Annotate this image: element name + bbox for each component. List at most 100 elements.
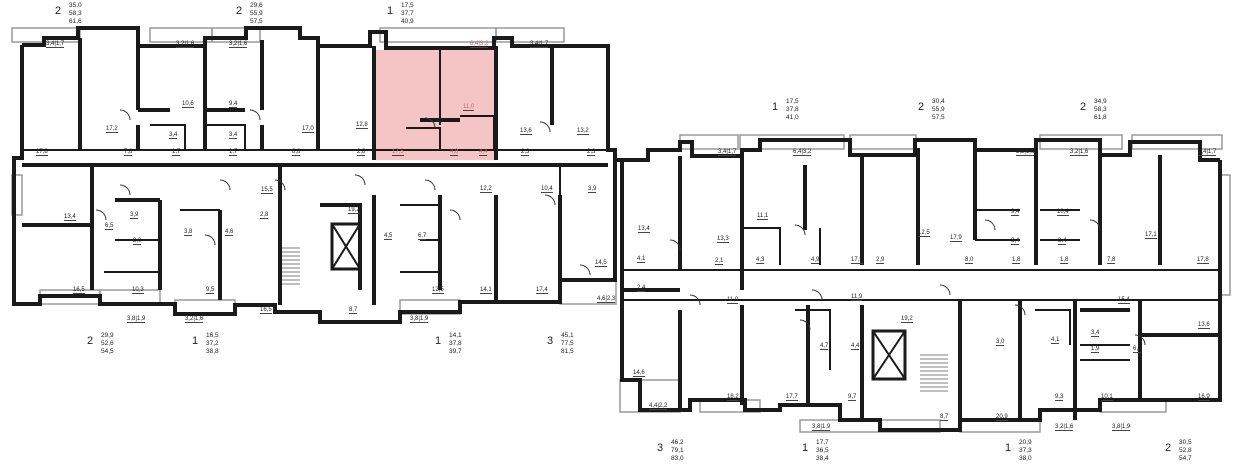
room-label: 17,7 [786, 394, 798, 401]
room-label: 4,6|2,3 [597, 296, 616, 303]
room-label: 9,4 [1011, 209, 1020, 216]
room-label: 17,9 [950, 235, 962, 242]
room-label: 17,8 [36, 149, 48, 156]
room-label: 3,2|1,6 [176, 41, 195, 48]
room-label: 2,9 [876, 257, 885, 264]
room-label: 3,4|1,7 [1198, 149, 1217, 156]
room-label: 3,4 [229, 132, 238, 139]
room-label: 9,3 [1055, 394, 1064, 401]
room-label: 4,7 [820, 343, 829, 350]
room-label: 13,3 [717, 236, 729, 243]
room-label: 10,1 [1101, 394, 1113, 401]
room-label: 3,4|1,7 [530, 41, 549, 48]
room-label: 9,4 [229, 101, 238, 108]
room-label: 12,5 [918, 230, 930, 237]
room-label: 17,8 [1197, 257, 1209, 264]
room-label: 3,4 [1058, 238, 1067, 245]
room-label: 3,4 [1091, 330, 1100, 337]
room-label: 2,8 [260, 212, 269, 219]
room-label: 4,3 [756, 257, 765, 264]
highlighted-apartment [374, 50, 494, 160]
room-label: 2,1 [715, 258, 724, 265]
room-label: 10,4 [541, 186, 553, 193]
room-label: 18,2 [727, 394, 739, 401]
room-label: 14,5 [595, 260, 607, 267]
room-label: 8,8 [292, 149, 301, 156]
room-label: 1,8 [1060, 257, 1069, 264]
room-label: 19,2 [901, 316, 913, 323]
room-label: 17,4 [536, 287, 548, 294]
room-label: 1,8 [1012, 257, 1021, 264]
room-label: 4,1 [637, 256, 646, 263]
room-label: 6,4|3,2 [793, 149, 812, 156]
room-label: 3,4 [1011, 238, 1020, 245]
room-label: 10,6 [182, 101, 194, 108]
room-label: 2,4 [637, 285, 646, 292]
room-label: 4,4 [479, 149, 488, 156]
room-label: 17,5 [392, 149, 404, 156]
room-label: 12,8 [356, 122, 368, 129]
room-label: 3,4 [169, 132, 178, 139]
room-label: 8,7 [940, 414, 949, 421]
room-label: 16,5 [73, 287, 85, 294]
room-label: 1,7 [172, 149, 181, 156]
room-label: 6,7 [418, 233, 427, 240]
room-label: 8,7 [349, 307, 358, 314]
room-label: 17,2 [106, 126, 118, 133]
room-label: 3,0 [996, 339, 1005, 346]
room-label: 15,4 [1118, 297, 1130, 304]
room-label: 13,2 [577, 128, 589, 135]
room-label: 8,0 [965, 257, 974, 264]
room-label: 11,9 [851, 294, 863, 301]
stairs-left [282, 247, 300, 285]
doors [95, 109, 1146, 346]
room-label: 3,4|1,7 [718, 149, 737, 156]
room-label: 2,3 [521, 149, 530, 156]
room-label: 4,4|2,2 [649, 403, 668, 410]
room-label: 6,4|3,2 [470, 41, 489, 48]
room-label: 7,8 [1107, 257, 1116, 264]
room-label: 14,6 [633, 370, 645, 377]
room-label: 3,2|1,6 [185, 316, 204, 323]
room-label: 13,4 [64, 214, 76, 221]
room-label: 7,8 [124, 149, 133, 156]
room-label: 16,9 [1198, 394, 1210, 401]
room-label: 10,4 [1057, 209, 1069, 216]
room-label: 6,5 [105, 223, 114, 230]
room-label: 17,1 [1145, 232, 1157, 239]
room-label: 12,2 [480, 186, 492, 193]
outer-walls-left [12, 26, 617, 324]
room-label: 13,4 [638, 226, 650, 233]
room-label: 17,0 [302, 126, 314, 133]
room-label: 3,2|1,6 [1016, 149, 1035, 156]
interior-walls-left [22, 38, 608, 305]
interior-walls-right [622, 148, 1220, 430]
room-label: 20,9 [996, 414, 1008, 421]
room-label: 17,5 [851, 257, 863, 264]
room-label: 3,8 [184, 229, 193, 236]
room-label: 4,5 [384, 233, 393, 240]
room-label: 3,9 [588, 186, 597, 193]
room-label: 3,8|1,9 [127, 316, 146, 323]
room-label: 9,5 [206, 287, 215, 294]
room-label: 4,4 [851, 343, 860, 350]
room-label: 11,0 [463, 104, 475, 111]
room-label: 3,8|1,9 [1112, 424, 1131, 431]
room-label: 12,5 [432, 287, 444, 294]
room-label: 11,0 [727, 297, 739, 304]
room-label: 13,6 [520, 128, 532, 135]
room-label: 2,3 [587, 149, 596, 156]
room-label: 4,6 [225, 229, 234, 236]
